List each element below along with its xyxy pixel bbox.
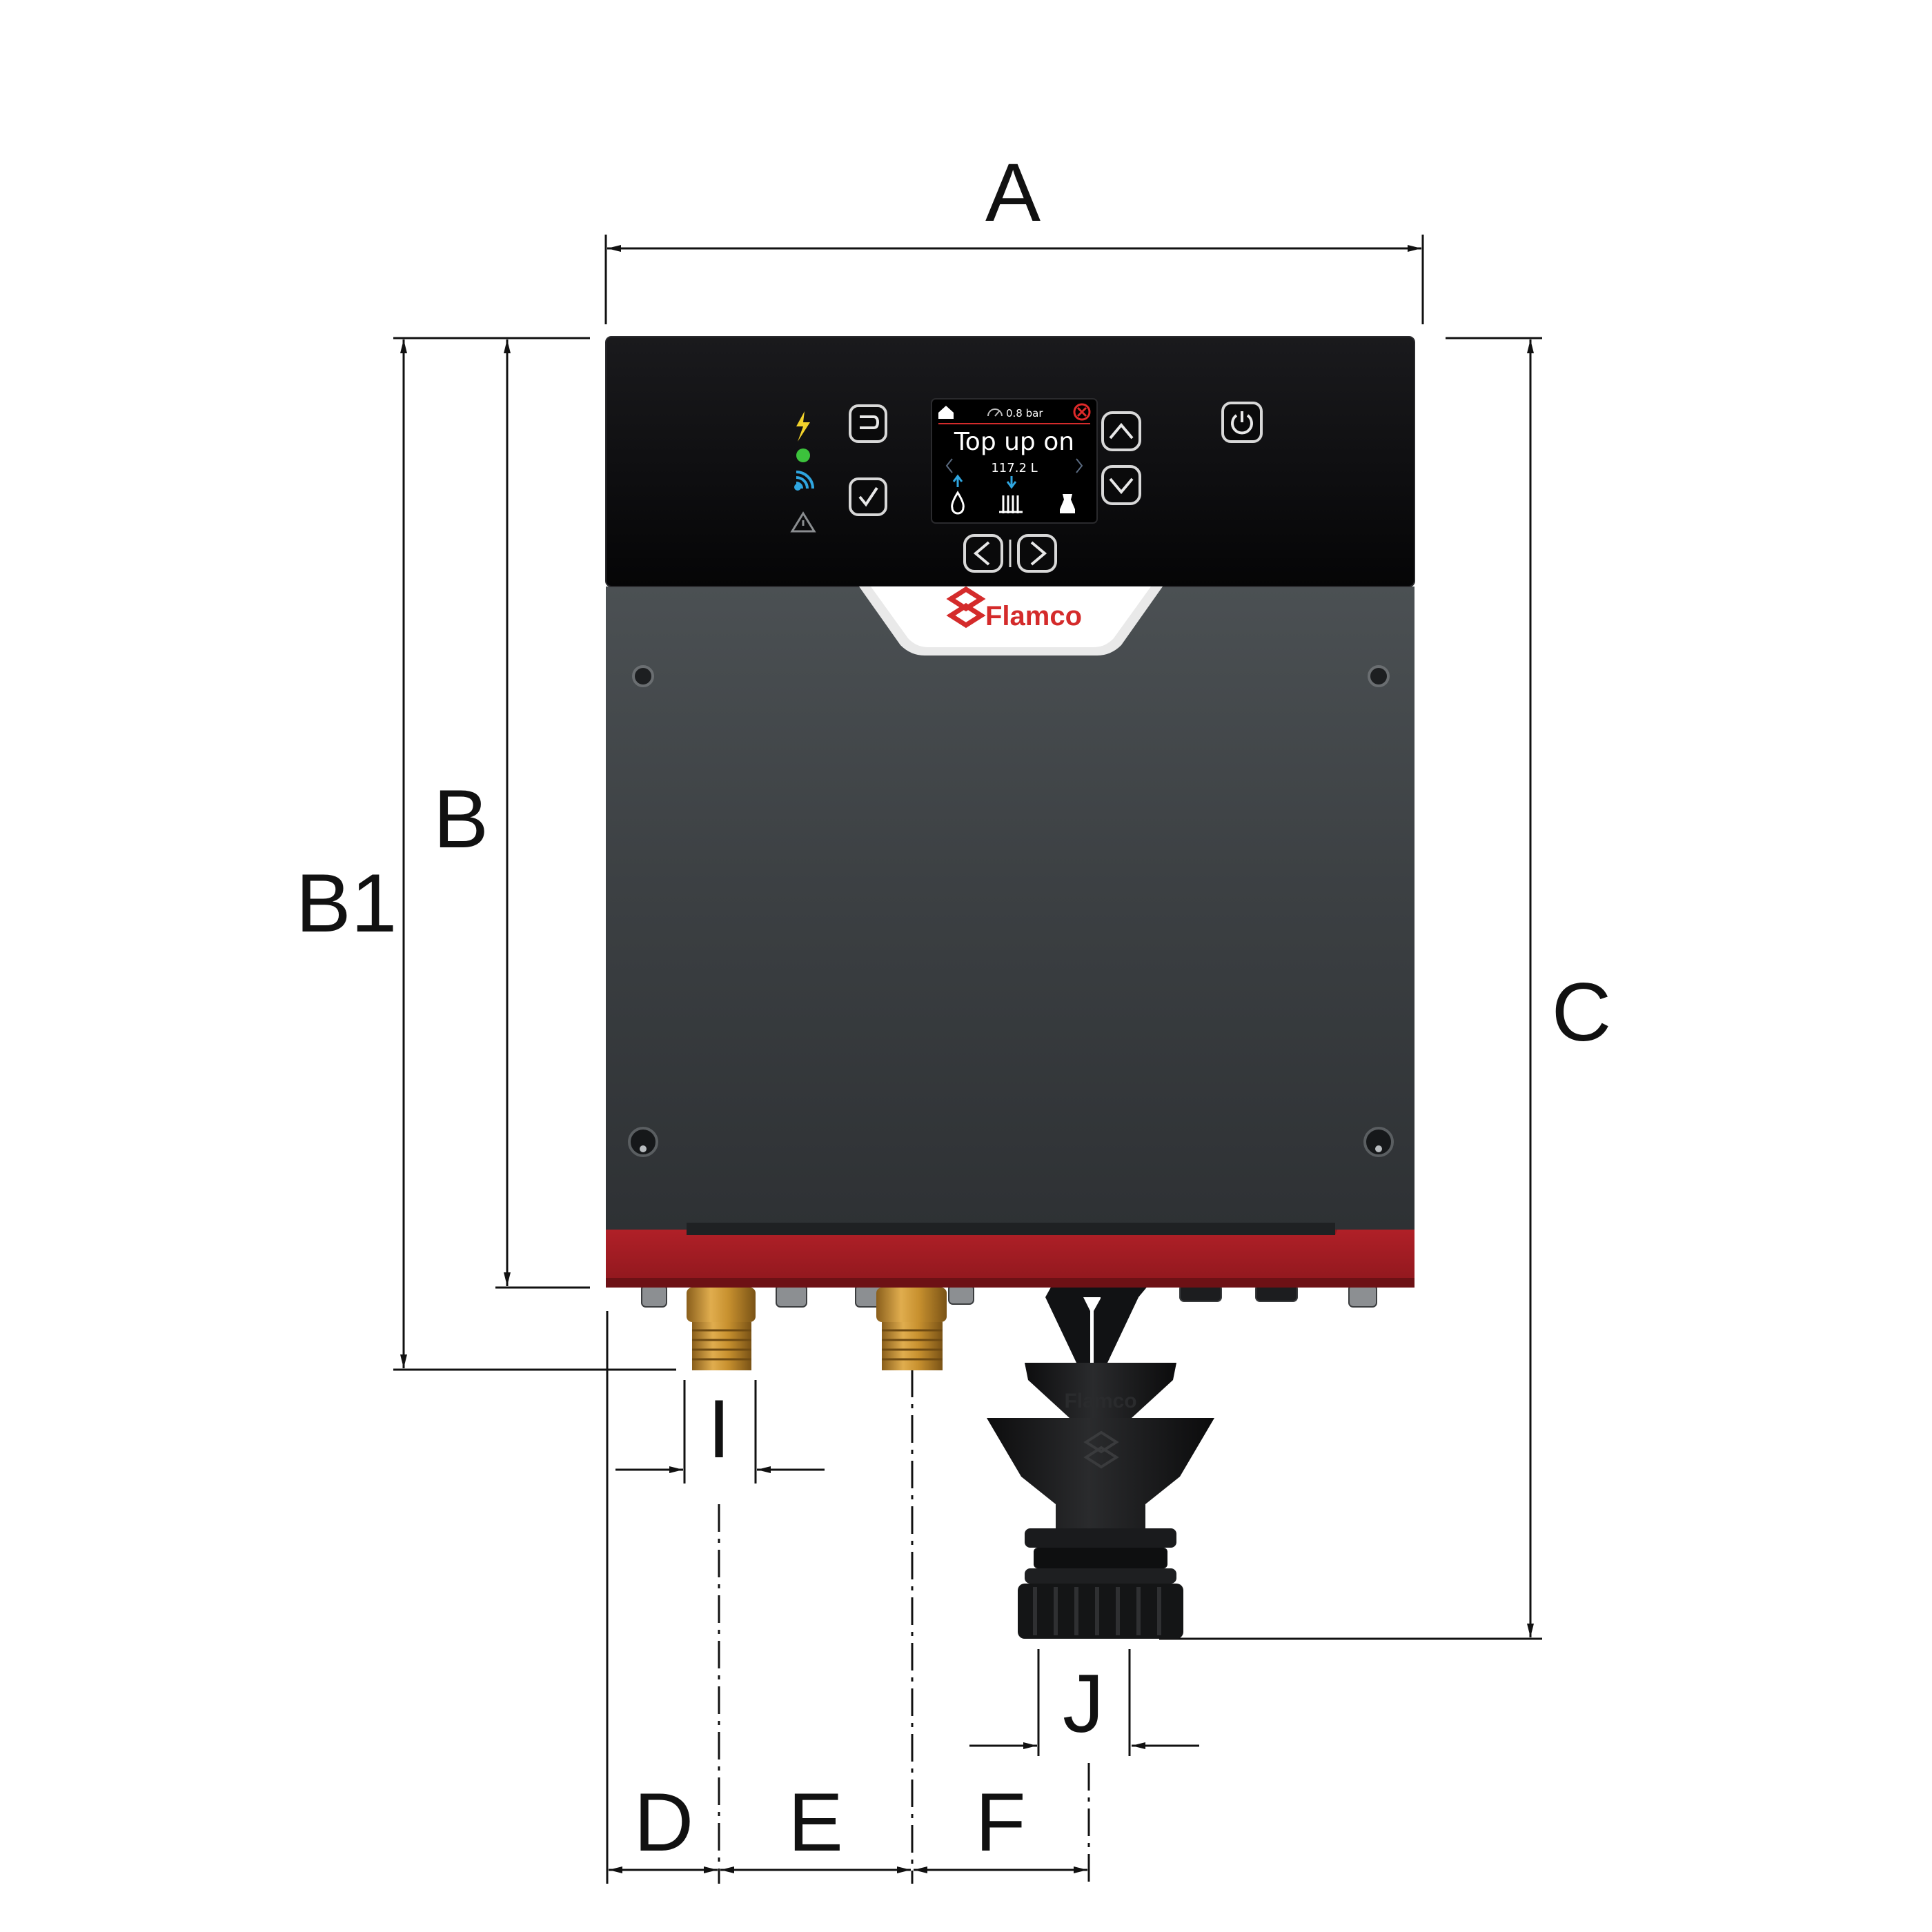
display-screen: 0.8 bar Top up on 117.2 L (931, 398, 1098, 524)
grey-housing (606, 586, 1414, 1235)
dimension-label-b1: B1 (296, 857, 397, 949)
dimension-label-a: A (985, 146, 1041, 239)
power-icon (1231, 411, 1253, 435)
status-indicators (790, 411, 816, 533)
dimension-label-e: E (788, 1776, 843, 1869)
home-icon (938, 406, 954, 419)
screw-bottom-left (628, 1127, 658, 1157)
left-button[interactable] (963, 534, 1003, 573)
back-icon (860, 415, 880, 429)
control-panel: Flamco (605, 336, 1415, 656)
screw-top-left (632, 665, 654, 687)
tap-icon (1060, 494, 1075, 513)
dimension-labels: A B B1 C I J D E F (296, 146, 1612, 1869)
check-icon (858, 486, 878, 507)
brass-connection-left (687, 1288, 756, 1370)
dimension-label-j: J (1063, 1657, 1104, 1750)
back-button[interactable] (849, 404, 887, 443)
brass-connection-right (876, 1288, 947, 1370)
dimension-label-i: I (707, 1383, 730, 1475)
confirm-button[interactable] (849, 477, 887, 516)
status-led-icon (796, 448, 810, 462)
lightning-icon (796, 411, 810, 442)
brand-logo: Flamco (946, 586, 1082, 631)
device: Flamco (605, 336, 1415, 1639)
screen-title: Top up on (954, 428, 1074, 456)
warning-icon (790, 511, 816, 533)
dimension-label-f: F (975, 1776, 1025, 1869)
up-button[interactable] (1101, 411, 1141, 451)
right-button[interactable] (1017, 534, 1057, 573)
radiator-icon (999, 495, 1023, 513)
up-icon (1109, 422, 1134, 440)
screw-bottom-right (1363, 1127, 1394, 1157)
left-icon (973, 541, 990, 566)
power-button[interactable] (1221, 402, 1263, 443)
dimension-label-b: B (433, 773, 489, 865)
dimension-label-c: C (1552, 966, 1612, 1058)
pressure-readout: 0.8 bar (1006, 407, 1043, 420)
error-icon (1073, 403, 1091, 421)
drain-connector: Flamco (987, 1285, 1214, 1639)
connector-brand-text: Flamco (1064, 1390, 1136, 1412)
flamco-logo-icon (946, 586, 986, 629)
volume-readout: 117.2 L (991, 461, 1037, 475)
down-button[interactable] (1101, 465, 1141, 505)
dimension-lines (393, 235, 1542, 1884)
gauge-icon (987, 408, 1003, 417)
brand-name: Flamco (985, 601, 1082, 631)
wifi-icon (794, 471, 814, 491)
drop-icon (951, 491, 965, 515)
down-icon (1109, 477, 1134, 495)
right-icon (1030, 541, 1047, 566)
screw-top-right (1368, 665, 1390, 687)
dimension-label-d: D (634, 1776, 694, 1869)
